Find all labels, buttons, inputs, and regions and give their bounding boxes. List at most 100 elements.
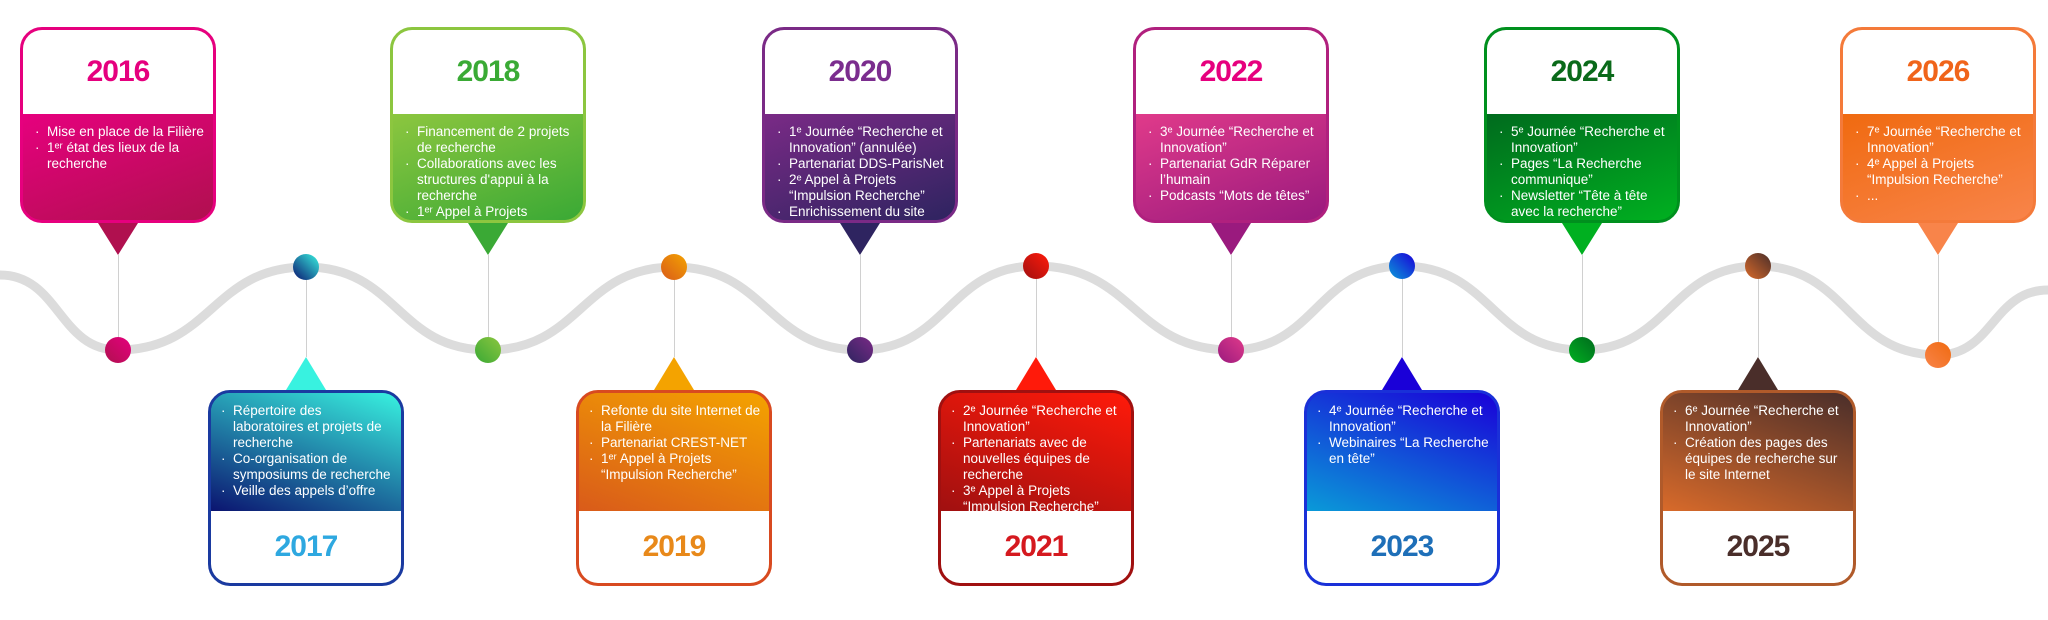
pointer-triangle (98, 223, 138, 255)
milestone-item: Création des pages des équipes de recher… (1671, 435, 1847, 483)
connector-line (118, 255, 119, 350)
card-body: 5ᵉ Journée “Recherche et Innovation”Page… (1487, 114, 1677, 220)
milestone-item: 3ᵉ Appel à Projets “Impulsion Recherche” (949, 483, 1125, 515)
milestone-item: Pages “La Recherche communique” (1497, 156, 1669, 188)
timeline-card-2022: 2022 3ᵉ Journée “Recherche et Innovation… (1133, 27, 1329, 223)
pointer-triangle (840, 223, 880, 255)
pointer-triangle (1382, 357, 1422, 390)
year-header: 2018 (393, 30, 583, 114)
connector-line (1231, 255, 1232, 350)
milestone-item: Enrichissement du site Internet (775, 204, 947, 220)
year-label: 2018 (456, 55, 521, 88)
milestone-item: Partenariats avec de nouvelles équipes d… (949, 435, 1125, 483)
timeline-card-2021: 2021 2ᵉ Journée “Recherche et Innovation… (938, 390, 1134, 586)
milestone-item: Newsletter “Tête à tête avec la recherch… (1497, 188, 1669, 220)
timeline-card-2020: 2020 1ᵉ Journée “Recherche et Innovation… (762, 27, 958, 223)
milestone-item: Partenariat DDS-ParisNet (775, 156, 947, 172)
connector-line (1036, 266, 1037, 357)
timeline-dot-2025 (1745, 253, 1771, 279)
year-label: 2020 (828, 55, 893, 88)
timeline-dot-2026 (1925, 342, 1951, 368)
year-header: 2017 (211, 511, 401, 583)
year-header: 2019 (579, 511, 769, 583)
card-body: 6ᵉ Journée “Recherche et Innovation”Créa… (1663, 393, 1853, 511)
milestone-list: 7ᵉ Journée “Recherche et Innovation”4ᵉ A… (1853, 124, 2025, 204)
milestone-list: Refonte du site Internet de la FilièrePa… (587, 403, 763, 483)
milestone-item: Partenariat GdR Réparer l’humain (1146, 156, 1318, 188)
milestone-item: Co-organisation de symposiums de recherc… (219, 451, 395, 483)
pointer-triangle (1016, 357, 1056, 390)
card-body: 7ᵉ Journée “Recherche et Innovation”4ᵉ A… (1843, 114, 2033, 220)
timeline-dot-2017 (293, 254, 319, 280)
milestone-item: Podcasts “Mots de têtes” (1146, 188, 1318, 204)
milestone-list: 6ᵉ Journée “Recherche et Innovation”Créa… (1671, 403, 1847, 483)
year-header: 2025 (1663, 511, 1853, 583)
milestone-list: 4ᵉ Journée “Recherche et Innovation”Webi… (1315, 403, 1491, 467)
connector-line (306, 267, 307, 357)
milestone-item: 1ᵉʳ Appel à Projets “Soutien à la format… (403, 204, 575, 220)
year-header: 2026 (1843, 30, 2033, 114)
milestone-list: Répertoire des laboratoires et projets d… (219, 403, 395, 499)
year-label: 2021 (1004, 530, 1069, 563)
timeline-card-2019: 2019 Refonte du site Internet de la Fili… (576, 390, 772, 586)
connector-line (1582, 255, 1583, 350)
year-label: 2025 (1726, 530, 1791, 563)
card-body: 3ᵉ Journée “Recherche et Innovation”Part… (1136, 114, 1326, 220)
milestone-item: 1ᵉ Journée “Recherche et Innovation” (an… (775, 124, 947, 156)
card-body: 1ᵉ Journée “Recherche et Innovation” (an… (765, 114, 955, 220)
connector-line (1938, 255, 1939, 355)
milestone-list: 5ᵉ Journée “Recherche et Innovation”Page… (1497, 124, 1669, 220)
milestone-list: 2ᵉ Journée “Recherche et Innovation”Part… (949, 403, 1125, 515)
milestone-item: 5ᵉ Journée “Recherche et Innovation” (1497, 124, 1669, 156)
milestone-item: 3ᵉ Journée “Recherche et Innovation” (1146, 124, 1318, 156)
year-header: 2024 (1487, 30, 1677, 114)
milestone-list: Financement de 2 projets de rechercheCol… (403, 124, 575, 220)
milestone-item: Mise en place de la Filière (33, 124, 205, 140)
connector-line (1758, 266, 1759, 357)
pointer-triangle (1738, 357, 1778, 390)
timeline-dot-2023 (1389, 253, 1415, 279)
year-header: 2022 (1136, 30, 1326, 114)
milestone-item: Refonte du site Internet de la Filière (587, 403, 763, 435)
timeline-card-2024: 2024 5ᵉ Journée “Recherche et Innovation… (1484, 27, 1680, 223)
timeline-dot-2019 (661, 254, 687, 280)
card-body: Refonte du site Internet de la FilièrePa… (579, 393, 769, 511)
milestone-item: 2ᵉ Journée “Recherche et Innovation” (949, 403, 1125, 435)
connector-line (1402, 266, 1403, 357)
year-header: 2016 (23, 30, 213, 114)
year-label: 2024 (1550, 55, 1615, 88)
timeline-card-2017: 2017 Répertoire des laboratoires et proj… (208, 390, 404, 586)
milestone-list: Mise en place de la Filière1ᵉʳ état des … (33, 124, 205, 172)
connector-line (860, 255, 861, 350)
milestone-item: 1ᵉʳ Appel à Projets “Impulsion Recherche… (587, 451, 763, 483)
pointer-triangle (286, 357, 326, 390)
milestone-item: 7ᵉ Journée “Recherche et Innovation” (1853, 124, 2025, 156)
timeline-card-2025: 2025 6ᵉ Journée “Recherche et Innovation… (1660, 390, 1856, 586)
card-body: Répertoire des laboratoires et projets d… (211, 393, 401, 511)
milestone-item: 2ᵉ Appel à Projets “Impulsion Recherche” (775, 172, 947, 204)
milestone-item: Financement de 2 projets de recherche (403, 124, 575, 156)
connector-line (674, 267, 675, 357)
milestone-item: 4ᵉ Journée “Recherche et Innovation” (1315, 403, 1491, 435)
milestone-item: Veille des appels d’offre (219, 483, 395, 499)
milestone-item: Partenariat CREST-NET (587, 435, 763, 451)
card-body: Mise en place de la Filière1ᵉʳ état des … (23, 114, 213, 220)
timeline-dot-2022 (1218, 337, 1244, 363)
year-header: 2021 (941, 511, 1131, 583)
card-body: 4ᵉ Journée “Recherche et Innovation”Webi… (1307, 393, 1497, 511)
year-header: 2020 (765, 30, 955, 114)
timeline-card-2026: 2026 7ᵉ Journée “Recherche et Innovation… (1840, 27, 2036, 223)
pointer-triangle (1918, 223, 1958, 255)
milestone-item: ... (1853, 188, 2025, 204)
timeline-dot-2021 (1023, 253, 1049, 279)
milestone-item: 4ᵉ Appel à Projets “Impulsion Recherche” (1853, 156, 2025, 188)
year-label: 2026 (1906, 55, 1971, 88)
connector-line (488, 255, 489, 350)
year-label: 2016 (86, 55, 151, 88)
timeline-card-2018: 2018 Financement de 2 projets de recherc… (390, 27, 586, 223)
milestone-item: Collaborations avec les structures d'app… (403, 156, 575, 204)
pointer-triangle (654, 357, 694, 390)
year-header: 2023 (1307, 511, 1497, 583)
pointer-triangle (1562, 223, 1602, 255)
timeline-dot-2020 (847, 337, 873, 363)
